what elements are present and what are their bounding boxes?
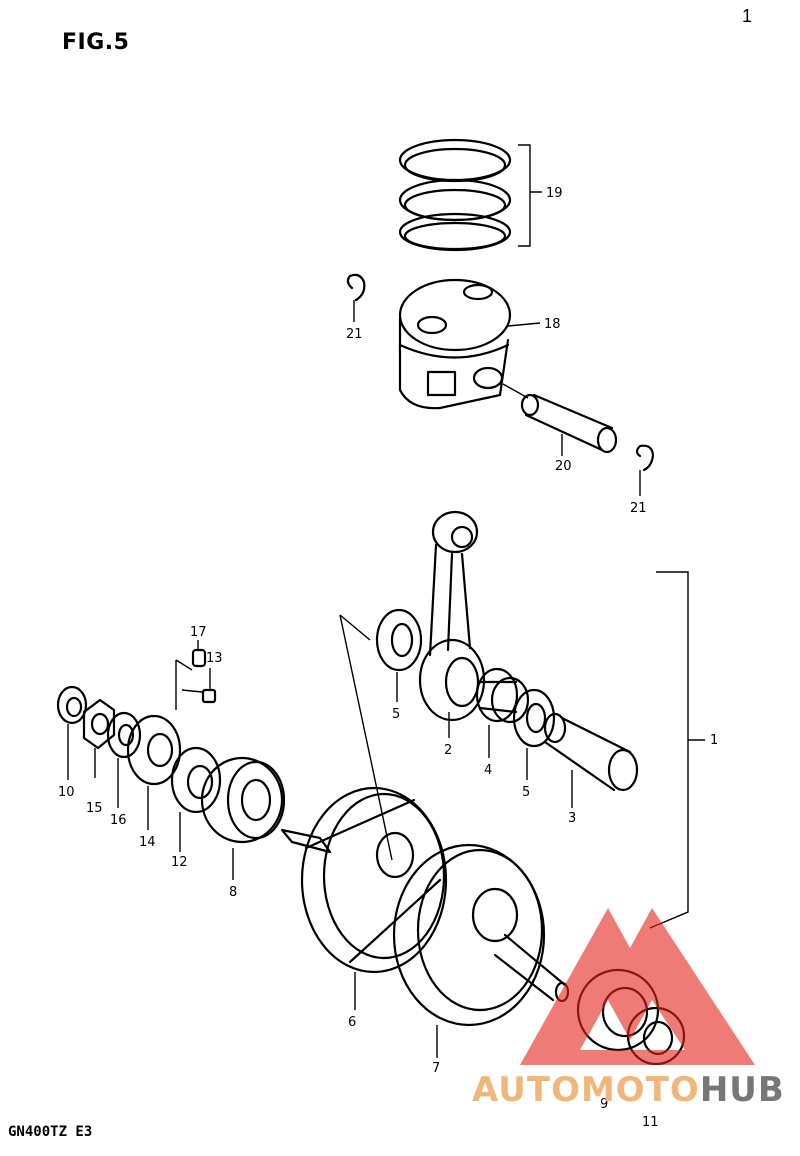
part-label-21-left: 21 bbox=[346, 327, 363, 342]
part-label-10: 10 bbox=[58, 785, 75, 800]
part-label-17: 17 bbox=[190, 625, 207, 640]
crank-web-left bbox=[280, 786, 448, 1010]
part-label-5-top: 5 bbox=[392, 707, 400, 722]
part-label-18: 18 bbox=[544, 317, 561, 332]
part-label-4: 4 bbox=[484, 763, 492, 778]
part-label-20: 20 bbox=[555, 459, 572, 474]
part-label-2: 2 bbox=[444, 743, 452, 758]
thrust-washer-bottom bbox=[512, 688, 556, 780]
part-label-9: 9 bbox=[600, 1097, 608, 1112]
assembly-bracket bbox=[649, 571, 705, 929]
model-code: GN400TZ E3 bbox=[8, 1124, 93, 1140]
part-label-7: 7 bbox=[432, 1061, 440, 1076]
crank-web-right bbox=[392, 843, 570, 1058]
primary-gear bbox=[170, 746, 222, 852]
washer bbox=[106, 711, 142, 808]
part-label-3: 3 bbox=[568, 811, 576, 826]
needle-bearing bbox=[475, 667, 530, 758]
watermark-logo bbox=[520, 908, 755, 1065]
circlip-left bbox=[346, 273, 366, 302]
watermark-text-b: HUB bbox=[699, 1070, 785, 1110]
part-label-11: 11 bbox=[642, 1115, 659, 1130]
hex-nut bbox=[82, 698, 116, 778]
part-label-8: 8 bbox=[229, 885, 237, 900]
part-label-13: 13 bbox=[206, 651, 223, 666]
left-bearing bbox=[200, 756, 286, 880]
piston bbox=[398, 278, 541, 410]
part-label-15: 15 bbox=[86, 801, 103, 816]
part-label-19: 19 bbox=[546, 186, 563, 201]
thrust-washer-top bbox=[375, 608, 423, 702]
watermark-triangle bbox=[520, 908, 755, 1065]
part-label-21-right: 21 bbox=[630, 501, 647, 516]
piston-pin bbox=[502, 383, 618, 456]
part-label-12: 12 bbox=[171, 855, 188, 870]
part-label-6: 6 bbox=[348, 1015, 356, 1030]
woodruff-key bbox=[191, 640, 207, 668]
part-label-16: 16 bbox=[110, 813, 127, 828]
part-label-5-bottom: 5 bbox=[522, 785, 530, 800]
left-oil-seal bbox=[56, 685, 88, 780]
page-number: 1 bbox=[742, 6, 753, 26]
watermark-text: AUTOMOTOHUB bbox=[472, 1070, 785, 1110]
connecting-rod bbox=[418, 510, 486, 738]
circlip-right bbox=[635, 444, 655, 472]
part-label-1: 1 bbox=[710, 733, 718, 748]
cam-drive-sprocket bbox=[126, 714, 182, 830]
figure-title: FIG.5 bbox=[62, 30, 130, 55]
watermark-text-a: AUTOMOTO bbox=[472, 1070, 700, 1110]
piston-rings bbox=[398, 138, 542, 252]
crank-pin bbox=[543, 712, 639, 808]
part-label-14: 14 bbox=[139, 835, 156, 850]
key-small bbox=[201, 668, 217, 704]
leader-line bbox=[339, 614, 393, 861]
